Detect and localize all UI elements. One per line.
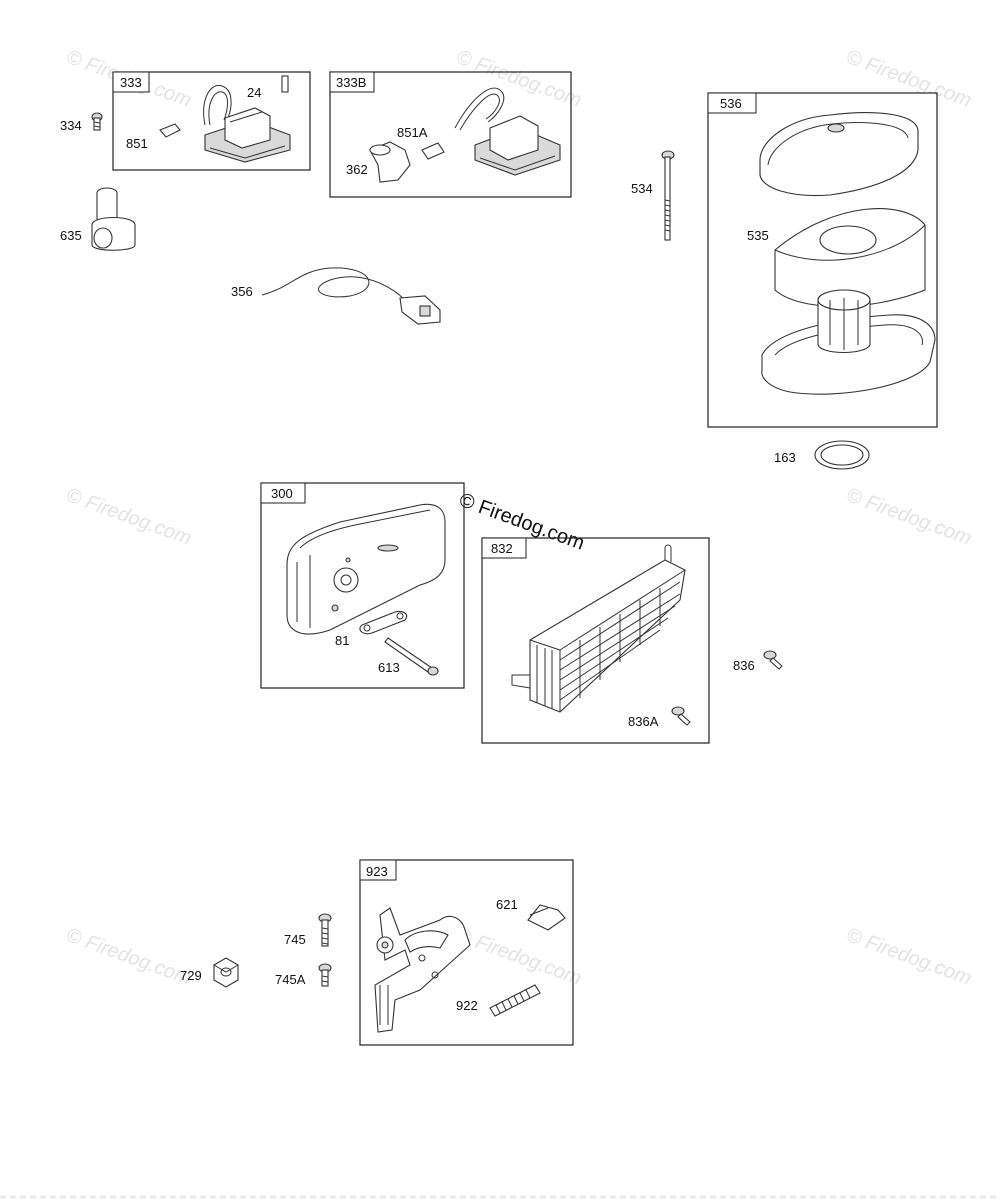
part-label-635[interactable]: 635 bbox=[60, 228, 82, 243]
spark-plug-boot-635-icon bbox=[91, 187, 136, 251]
bolt-745a-icon bbox=[318, 963, 332, 987]
part-745[interactable]: 745 bbox=[284, 913, 332, 947]
part-534[interactable]: 534 bbox=[631, 150, 675, 241]
watermark-3: © Firedog.com bbox=[843, 46, 974, 112]
part-label-163[interactable]: 163 bbox=[774, 450, 796, 465]
watermark-5: © Firedog.com bbox=[843, 484, 974, 550]
screw-836-icon bbox=[763, 650, 783, 670]
group-300-frame bbox=[260, 482, 465, 689]
bolt-613-icon bbox=[384, 637, 439, 676]
group-832-frame bbox=[481, 537, 710, 744]
group-333b-tag: 333B bbox=[336, 75, 366, 90]
watermark-8: © Firedog.com bbox=[843, 924, 974, 990]
watermark-7: © Firedog.com bbox=[453, 924, 584, 990]
group-300-tag: 300 bbox=[271, 486, 293, 501]
group-333[interactable]: 333 24 851 bbox=[112, 71, 311, 171]
group-333-tag: 333 bbox=[120, 75, 142, 90]
part-label-535[interactable]: 535 bbox=[747, 228, 769, 243]
part-635[interactable]: 635 bbox=[60, 187, 136, 251]
group-923-frame bbox=[359, 859, 574, 1046]
part-label-334[interactable]: 334 bbox=[60, 118, 82, 133]
part-label-81[interactable]: 81 bbox=[335, 633, 349, 648]
watermark-4: © Firedog.com bbox=[63, 484, 194, 550]
part-label-621[interactable]: 621 bbox=[496, 897, 518, 912]
group-923-tag-box bbox=[359, 859, 397, 881]
part-label-745a[interactable]: 745A bbox=[275, 972, 306, 987]
air-filter-535-icon bbox=[774, 208, 926, 307]
clip-621-icon bbox=[527, 904, 566, 931]
part-label-729[interactable]: 729 bbox=[180, 968, 202, 983]
part-label-24[interactable]: 24 bbox=[247, 85, 261, 100]
part-label-534[interactable]: 534 bbox=[631, 181, 653, 196]
part-label-922[interactable]: 922 bbox=[456, 998, 478, 1013]
governor-control-bracket-icon bbox=[374, 907, 471, 1033]
group-300-tag-box bbox=[260, 482, 306, 504]
part-label-851[interactable]: 851 bbox=[126, 136, 148, 151]
muffler-guard-icon bbox=[511, 544, 686, 713]
group-832-tag-box bbox=[481, 537, 527, 559]
group-333b[interactable]: 333B 851A 362 bbox=[329, 71, 572, 198]
ground-wire-356-icon bbox=[261, 267, 441, 325]
clip-851-icon bbox=[159, 123, 181, 138]
air-cleaner-base-icon bbox=[761, 289, 936, 395]
part-label-362[interactable]: 362 bbox=[346, 162, 368, 177]
part-163[interactable]: 163 bbox=[774, 440, 870, 470]
part-label-851a[interactable]: 851A bbox=[397, 125, 428, 140]
group-832-tag: 832 bbox=[491, 541, 513, 556]
group-300[interactable]: 300 81 613 bbox=[260, 482, 465, 689]
part-745a[interactable]: 745A bbox=[275, 963, 332, 987]
spark-plug-boot-icon bbox=[281, 75, 289, 93]
ignition-coil-333b-icon bbox=[454, 87, 561, 176]
spring-922-icon bbox=[489, 984, 541, 1017]
watermark-6: © Firedog.com bbox=[63, 924, 194, 990]
screw-836a-icon bbox=[671, 706, 691, 726]
gasket-163-icon bbox=[814, 440, 870, 470]
group-536-frame bbox=[707, 92, 938, 428]
group-536-tag-box bbox=[707, 92, 757, 114]
group-333-tag-box bbox=[112, 71, 150, 93]
part-label-356[interactable]: 356 bbox=[231, 284, 253, 299]
exhaust-gasket-81-icon bbox=[359, 610, 408, 635]
screw-334-icon bbox=[91, 112, 103, 131]
part-356[interactable]: 356 bbox=[231, 267, 441, 325]
group-923[interactable]: 923 621 922 bbox=[359, 859, 574, 1046]
ignition-coil-icon bbox=[203, 85, 291, 163]
boot-362-icon bbox=[369, 141, 411, 183]
part-729[interactable]: 729 bbox=[180, 957, 239, 988]
group-333b-frame bbox=[329, 71, 572, 198]
part-334[interactable]: 334 bbox=[60, 112, 103, 133]
group-536-tag: 536 bbox=[720, 96, 742, 111]
bolt-534-icon bbox=[661, 150, 675, 241]
muffler-icon bbox=[286, 503, 446, 635]
bolt-745-icon bbox=[318, 913, 332, 947]
group-923-tag: 923 bbox=[366, 864, 388, 879]
group-536[interactable]: 536 535 bbox=[707, 92, 938, 428]
group-333-frame bbox=[112, 71, 311, 171]
part-836[interactable]: 836 bbox=[733, 650, 783, 673]
part-label-745[interactable]: 745 bbox=[284, 932, 306, 947]
part-label-836a[interactable]: 836A bbox=[628, 714, 659, 729]
connector-851a-icon bbox=[421, 142, 445, 160]
part-label-613[interactable]: 613 bbox=[378, 660, 400, 675]
part-label-836[interactable]: 836 bbox=[733, 658, 755, 673]
nut-729-icon bbox=[213, 957, 239, 988]
group-832[interactable]: 832 836A bbox=[481, 537, 710, 744]
air-cleaner-cover-icon bbox=[759, 112, 919, 197]
group-333b-tag-box bbox=[329, 71, 375, 93]
